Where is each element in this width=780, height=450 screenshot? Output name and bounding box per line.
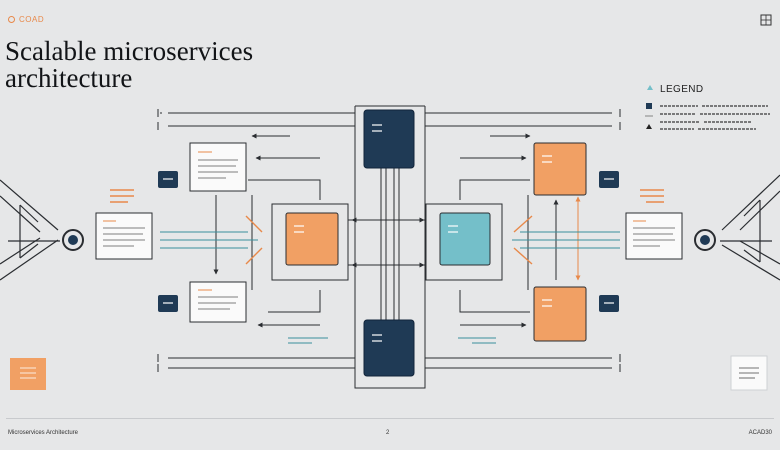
service-hub-bottom[interactable] <box>363 319 415 377</box>
title-line-2: architecture <box>5 63 133 93</box>
footer-divider <box>6 418 774 419</box>
page-title: Scalable microservices architecture <box>5 38 305 92</box>
small-tag <box>599 295 619 312</box>
brand-circle-icon <box>8 16 15 23</box>
right-truss <box>720 174 780 281</box>
note-card-white[interactable] <box>730 355 768 391</box>
title-line-1: Scalable microservices <box>5 36 254 66</box>
service-node-left[interactable] <box>285 212 339 266</box>
service-node-right-bottom[interactable] <box>533 286 587 342</box>
small-tag <box>158 171 178 188</box>
small-tag <box>599 171 619 188</box>
ring-node-icon <box>62 229 84 251</box>
document-card[interactable] <box>189 142 247 192</box>
grid-icon[interactable] <box>760 14 772 26</box>
orange-streams <box>110 189 664 265</box>
left-truss <box>0 179 60 281</box>
legend-markers <box>645 85 653 129</box>
brand: COAD <box>8 15 44 24</box>
note-card-orange[interactable] <box>10 358 46 390</box>
page-number: 2 <box>386 430 390 436</box>
small-tag <box>158 295 178 312</box>
connector-lines <box>160 105 612 389</box>
document-card[interactable] <box>95 212 153 260</box>
service-node-teal[interactable] <box>439 212 491 266</box>
document-card[interactable] <box>189 281 247 323</box>
data-streams <box>160 231 620 344</box>
legend-title: LEGEND <box>660 84 704 95</box>
margin-ticks <box>157 109 621 372</box>
ring-node-icon <box>694 229 716 251</box>
legend-rows <box>660 105 770 130</box>
service-hub-top[interactable] <box>363 109 415 169</box>
footer-left-text: Microservices Architecture <box>8 430 79 436</box>
brand-text: COAD <box>19 15 45 24</box>
document-card[interactable] <box>625 212 683 260</box>
footer-right-text: ACAD30 <box>748 430 772 436</box>
service-node-right-top[interactable] <box>533 142 587 196</box>
